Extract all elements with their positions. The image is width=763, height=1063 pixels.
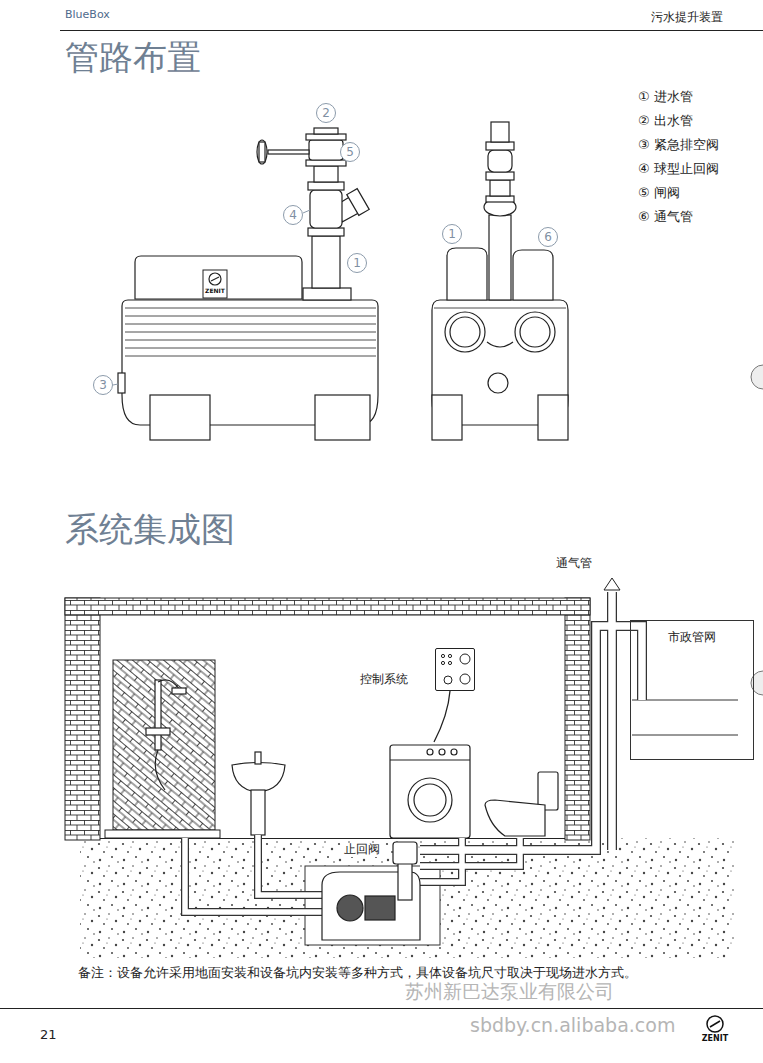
callout-digit: 4 — [289, 208, 297, 222]
part-key: ⑥ 通气管 — [638, 210, 693, 225]
callout-number: 2 — [316, 103, 336, 123]
part-key: ② 出水管 — [638, 114, 693, 129]
page-header: 污水提升装置 — [651, 11, 723, 25]
municipal-sewer-tank: 市政管网 — [630, 620, 754, 760]
section-title: 管路布置 — [65, 38, 201, 77]
part-key: ⑤ 闸阀 — [638, 186, 680, 201]
part-key: ④ 球型止回阀 — [638, 162, 719, 177]
callout-digit: 6 — [544, 230, 552, 244]
callout-number: 1 — [347, 253, 367, 273]
brand-name: BlueBox — [65, 9, 110, 22]
page-number: 21 — [40, 1028, 57, 1043]
box-label: 控制系统 — [360, 671, 408, 688]
callout-number: 5 — [340, 142, 360, 162]
callout-digit: 1 — [448, 227, 456, 241]
callout-digit: 2 — [322, 106, 330, 120]
watermark: sbdby.cn.alibaba.com — [470, 1015, 675, 1037]
box-label: 市政管网 — [631, 629, 753, 646]
part-label: 通气管 — [556, 557, 592, 571]
logo-text: ZENIT — [701, 1034, 729, 1043]
note: 备注：设备允许采用地面安装和设备坑内安装等多种方式，具体设备坑尺寸取决于现场进水… — [78, 966, 637, 980]
section-title: 系统集成图 — [65, 510, 235, 549]
callout-number: 3 — [93, 375, 113, 395]
logo-text: ZENIT — [204, 288, 226, 295]
callout-digit: 5 — [346, 145, 354, 159]
callout-number: 6 — [538, 227, 558, 247]
callout-digit: 1 — [353, 256, 361, 270]
callout-number: 1 — [442, 224, 462, 244]
part-key: ③ 紧急排空阀 — [638, 138, 719, 153]
part-label: 止回阀 — [342, 843, 382, 857]
watermark: 苏州新巴达泵业有限公司 — [405, 981, 614, 1003]
callout-digit: 3 — [99, 378, 107, 392]
part-key: ① 进水管 — [638, 90, 693, 105]
callout-number: 4 — [283, 205, 303, 225]
control-box: 控制系统 — [435, 648, 475, 691]
